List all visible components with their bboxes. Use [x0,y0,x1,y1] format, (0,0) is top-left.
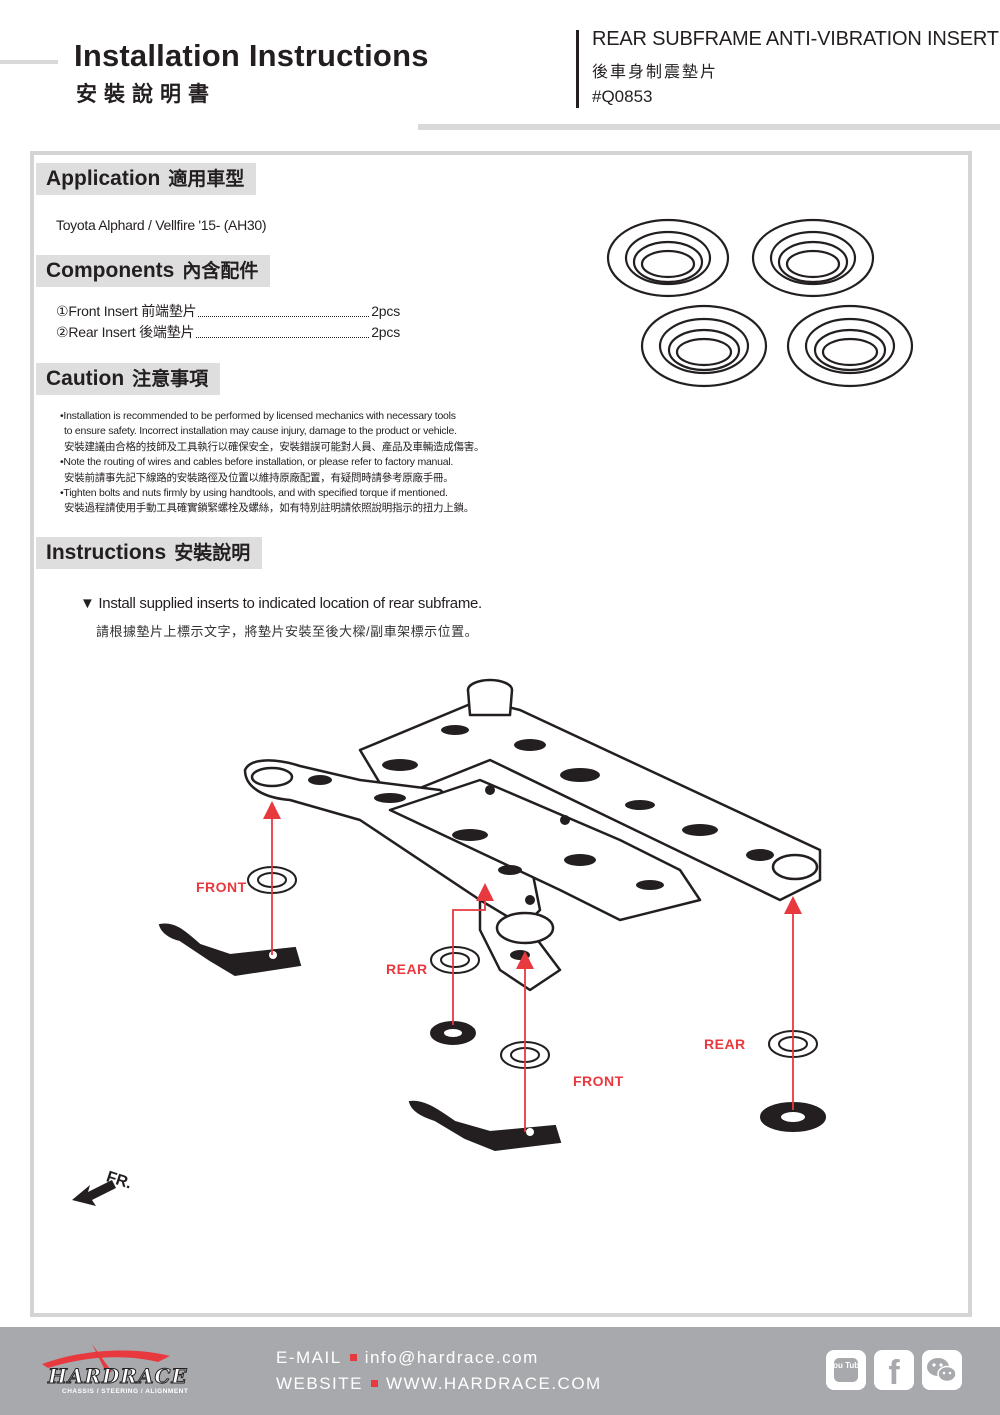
caution-line: •Installation is recommended to be perfo… [60,410,456,422]
insert-rings [247,866,818,1069]
leader-dots [198,301,370,317]
caution-line: •Note the routing of wires and cables be… [60,456,454,469]
subframe-diagram [72,678,826,1206]
component-qty: 2pcs [371,324,400,340]
caution-line: 安裝建議由合格的技師及工具執行以確保安全，安裝錯誤可能對人員、產品及車輛造成傷害… [64,440,485,453]
components-heading-en: Components [46,259,175,282]
product-code: #Q0853 [592,87,653,106]
component-name: ①Front Insert 前端墊片 [56,303,197,319]
application-heading-en: Application [46,167,161,190]
logo-wordmark: HARDRACE [48,1364,188,1389]
components-list: ①Front Insert 前端墊片 2pcs ②Rear Insert 後端墊… [56,301,400,343]
insert-ring-image [606,218,914,388]
caution-line: to ensure safety. Incorrect installation… [64,425,457,438]
component-name: ②Rear Insert 後端墊片 [56,324,195,340]
caution-heading-en: Caution [46,367,125,390]
label-front-left: FRONT [196,879,247,895]
product-name-zh: 後車身制震墊片 [592,64,719,81]
email-label: E-MAIL [276,1348,342,1367]
caution-text: •Installation is recommended to be perfo… [60,409,485,517]
instruction-step-zh: 請根據墊片上標示文字，將墊片安裝至後大樑/副車架標示位置。 [96,624,479,639]
fr-arrow [72,1180,116,1206]
logo-tagline: CHASSIS / STEERING / ALIGNMENT [62,1388,189,1395]
install-arrows [263,801,802,1132]
application-vehicle: Toyota Alphard / Vellfire '15- (AH30) [56,217,267,233]
label-rear-right: REAR [704,1036,746,1052]
list-item: ①Front Insert 前端墊片 2pcs [56,301,400,322]
caution-heading-zh: 注意事項 [132,368,209,390]
product-name: REAR SUBFRAME ANTI-VIBRATION INSERT [592,28,999,50]
youtube-icon-text: You Tube [828,1361,864,1370]
email-link[interactable]: info@hardrace.com [364,1348,539,1367]
website-label: WEBSITE [276,1374,364,1393]
caution-line: 安裝過程請使用手動工具確實鎖緊螺栓及螺絲，如有特別註明請依照說明指示的扭力上鎖。 [64,502,474,515]
instructions-heading-en: Instructions [46,541,167,564]
caution-line: •Tighten bolts and nuts firmly by using … [60,487,448,500]
instructions-heading-zh: 安裝說明 [174,542,251,564]
wechat-icon[interactable] [922,1350,962,1390]
youtube-icon[interactable]: You Tube [826,1350,866,1390]
website-link[interactable]: WWW.HARDRACE.COM [386,1374,602,1393]
component-qty: 2pcs [371,303,400,319]
caution-line: 安裝前請事先記下線路的安裝路徑及位置以維持原廠配置，有疑問時請參考原廠手冊。 [64,471,454,484]
components-heading-zh: 內含配件 [182,260,259,282]
inserts-illustration [606,218,914,388]
page-title: Installation Instructions [74,38,429,73]
header-rule-left [0,60,58,64]
hardrace-logo: HARDRACE CHASSIS / STEERING / ALIGNMENT [40,1342,230,1402]
footer-website: WEBSITE WWW.HARDRACE.COM [276,1374,602,1394]
label-front-mid: FRONT [573,1073,624,1089]
separator-dot [371,1379,379,1387]
components-heading: Components 內含配件 [36,255,271,287]
subframe-shading [308,725,774,960]
content-frame [30,151,972,1317]
footer-email: E-MAIL info@hardrace.com [276,1348,539,1368]
header-divider [576,30,579,108]
instructions-heading: Instructions 安裝說明 [36,537,263,569]
subframe-image [243,678,822,992]
instruction-step-en: ▼ Install supplied inserts to indicated … [80,595,482,612]
page-subtitle-zh: 安裝說明書 [76,81,216,106]
separator-dot [349,1353,357,1361]
application-heading: Application 適用車型 [36,163,257,195]
application-heading-zh: 適用車型 [168,168,245,190]
label-rear-left: REAR [386,961,428,977]
logo-swoosh-icon [42,1344,170,1372]
facebook-icon[interactable]: f [874,1350,914,1392]
list-item: ②Rear Insert 後端墊片 2pcs [56,322,400,343]
caution-heading: Caution 注意事項 [36,363,221,395]
leader-dots [196,322,370,338]
header-rule-right [418,124,1000,130]
